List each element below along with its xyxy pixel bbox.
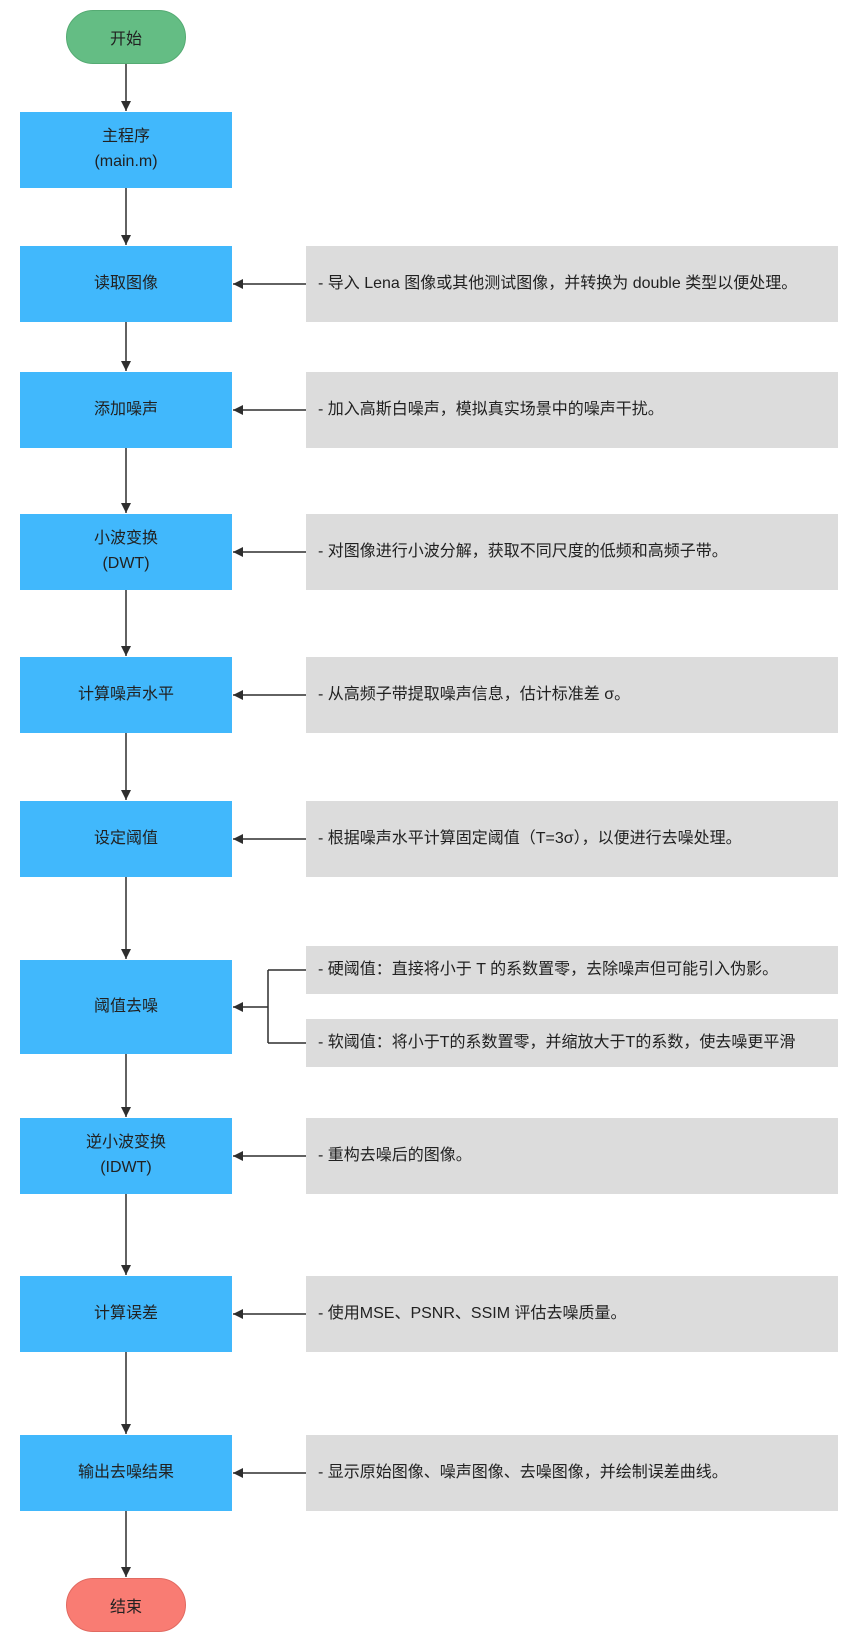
node-wavelet-transform: 小波变换 (DWT) bbox=[20, 514, 232, 590]
node-noise-level-label: 计算噪声水平 bbox=[77, 685, 174, 703]
note-hard-threshold-text: - 硬阈值：直接将小于 T 的系数置零，去除噪声但可能引入伪影。 bbox=[318, 960, 779, 978]
node-add-noise: 添加噪声 bbox=[20, 372, 232, 448]
node-inverse-wavelet: 逆小波变换 (IDWT) bbox=[20, 1118, 232, 1194]
node-set-threshold-label: 设定阈值 bbox=[93, 829, 158, 847]
node-noise-level: 计算噪声水平 bbox=[20, 657, 232, 733]
note-output-result-text: - 显示原始图像、噪声图像、去噪图像，并绘制误差曲线。 bbox=[318, 1463, 728, 1481]
note-set-threshold: - 根据噪声水平计算固定阈值（T=3σ），以便进行去噪处理。 bbox=[306, 801, 838, 877]
note-compute-error: - 使用MSE、PSNR、SSIM 评估去噪质量。 bbox=[306, 1276, 838, 1352]
end-node: 结束 bbox=[66, 1578, 186, 1632]
node-inverse-wavelet-label: 逆小波变换 (IDWT) bbox=[85, 1134, 166, 1176]
note-read-image-text: - 导入 Lena 图像或其他测试图像，并转换为 double 类型以便处理。 bbox=[318, 274, 798, 292]
start-node: 开始 bbox=[66, 10, 186, 64]
note-hard-threshold: - 硬阈值：直接将小于 T 的系数置零，去除噪声但可能引入伪影。 bbox=[306, 946, 838, 994]
note-compute-error-text: - 使用MSE、PSNR、SSIM 评估去噪质量。 bbox=[318, 1304, 627, 1322]
node-main-program: 主程序 (main.m) bbox=[20, 112, 232, 188]
node-threshold-denoise: 阈值去噪 bbox=[20, 960, 232, 1054]
note-soft-threshold: - 软阈值：将小于T的系数置零，并缩放大于T的系数，使去噪更平滑 bbox=[306, 1019, 838, 1067]
note-soft-threshold-text: - 软阈值：将小于T的系数置零，并缩放大于T的系数，使去噪更平滑 bbox=[318, 1033, 796, 1051]
note-noise-level: - 从高频子带提取噪声信息，估计标准差 σ。 bbox=[306, 657, 838, 733]
start-node-label: 开始 bbox=[109, 31, 142, 48]
node-output-result: 输出去噪结果 bbox=[20, 1435, 232, 1511]
node-compute-error-label: 计算误差 bbox=[93, 1304, 158, 1322]
node-add-noise-label: 添加噪声 bbox=[93, 400, 158, 418]
note-wavelet-transform: - 对图像进行小波分解，获取不同尺度的低频和高频子带。 bbox=[306, 514, 838, 590]
node-output-result-label: 输出去噪结果 bbox=[77, 1463, 174, 1481]
node-wavelet-transform-label: 小波变换 (DWT) bbox=[93, 530, 158, 572]
note-inverse-wavelet-text: - 重构去噪后的图像。 bbox=[318, 1146, 472, 1164]
note-wavelet-transform-text: - 对图像进行小波分解，获取不同尺度的低频和高频子带。 bbox=[318, 542, 728, 560]
note-read-image: - 导入 Lena 图像或其他测试图像，并转换为 double 类型以便处理。 bbox=[306, 246, 838, 322]
node-threshold-denoise-label: 阈值去噪 bbox=[93, 997, 158, 1015]
note-inverse-wavelet: - 重构去噪后的图像。 bbox=[306, 1118, 838, 1194]
node-compute-error: 计算误差 bbox=[20, 1276, 232, 1352]
node-read-image: 读取图像 bbox=[20, 246, 232, 322]
note-add-noise: - 加入高斯白噪声，模拟真实场景中的噪声干扰。 bbox=[306, 372, 838, 448]
end-node-label: 结束 bbox=[109, 1599, 142, 1616]
note-set-threshold-text: - 根据噪声水平计算固定阈值（T=3σ），以便进行去噪处理。 bbox=[318, 829, 742, 847]
note-noise-level-text: - 从高频子带提取噪声信息，估计标准差 σ。 bbox=[318, 685, 631, 703]
note-output-result: - 显示原始图像、噪声图像、去噪图像，并绘制误差曲线。 bbox=[306, 1435, 838, 1511]
note-add-noise-text: - 加入高斯白噪声，模拟真实场景中的噪声干扰。 bbox=[318, 400, 664, 418]
node-set-threshold: 设定阈值 bbox=[20, 801, 232, 877]
node-read-image-label: 读取图像 bbox=[93, 274, 158, 292]
node-main-program-label: 主程序 (main.m) bbox=[94, 128, 158, 170]
